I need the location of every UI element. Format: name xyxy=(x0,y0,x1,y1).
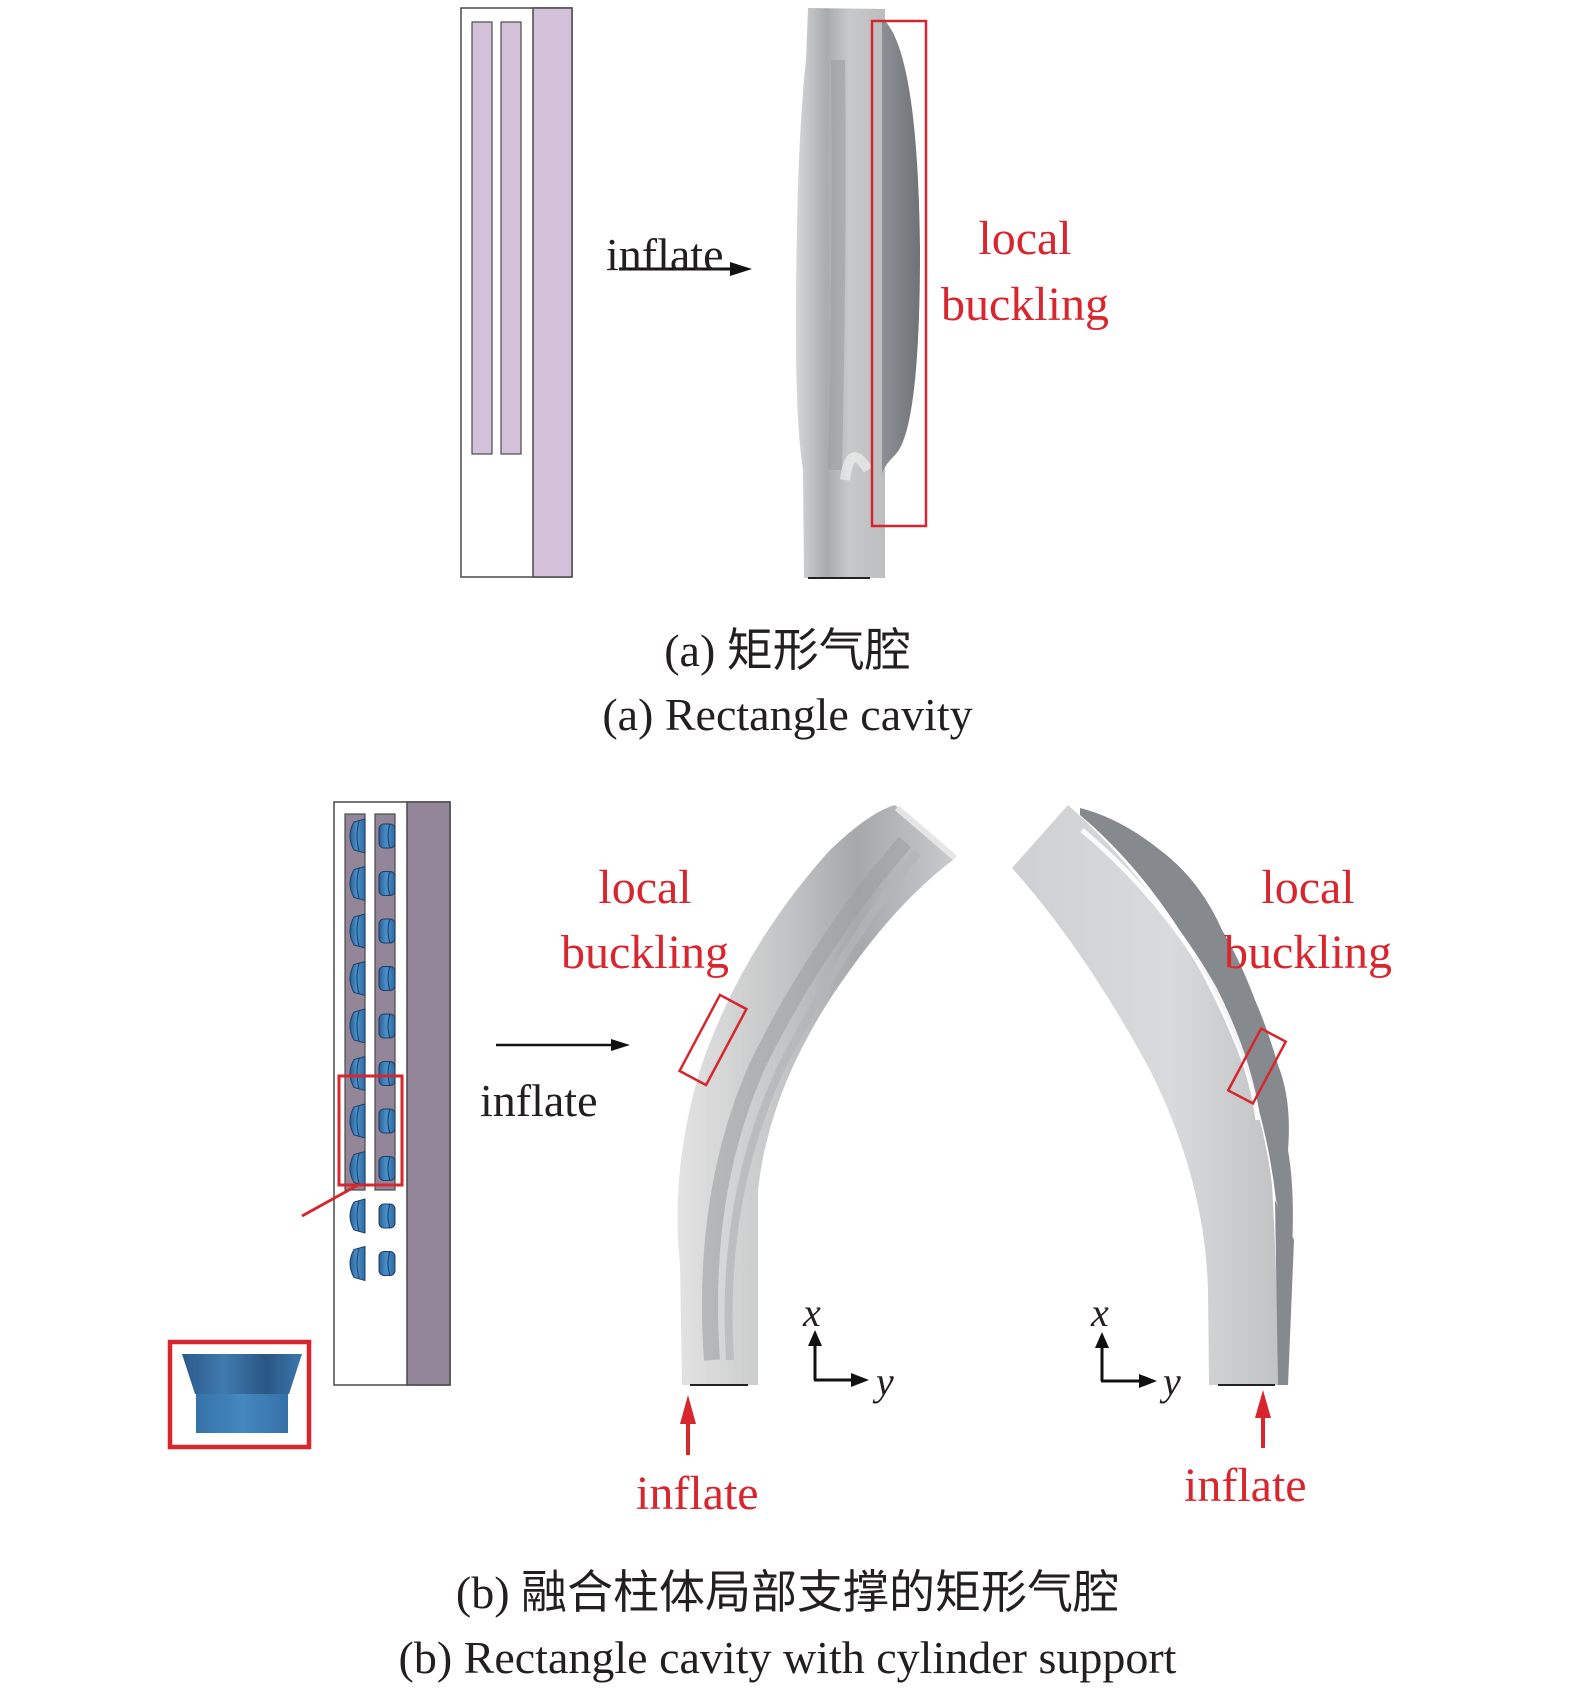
left-annotation-line1: local xyxy=(598,861,692,914)
panel-b-undeformed-model xyxy=(301,801,451,1386)
right-annotation-line1: local xyxy=(1261,861,1355,914)
buckling-highlight-box xyxy=(870,19,928,528)
left-axis-y-label: y xyxy=(876,1359,894,1404)
panel-b-inflate-arrow xyxy=(496,1039,630,1051)
cylinder-support-icon xyxy=(378,966,396,991)
right-annotation-line2: buckling xyxy=(1224,926,1392,979)
cylinder-supports xyxy=(349,818,396,1282)
left-axis-x-label: x xyxy=(803,1290,821,1335)
panel-b-inflate-label: inflate xyxy=(480,1075,598,1126)
cylinder-support-icon xyxy=(378,1108,396,1134)
detail-highlight-box xyxy=(337,1074,404,1187)
axes-left xyxy=(808,1330,869,1387)
buckled-wall xyxy=(881,22,920,478)
inflate-arrow-left xyxy=(680,1395,696,1455)
inflate-arrow-right xyxy=(1255,1390,1271,1448)
cylinder-support-icon xyxy=(378,918,396,944)
bent-actuator-right xyxy=(1012,805,1294,1386)
panel-a-inflate-label: inflate xyxy=(606,229,724,280)
cylinder-support-icon xyxy=(378,1251,396,1276)
panel-a-caption-en: (a) Rectangle cavity xyxy=(602,689,973,740)
right-inflate-label: inflate xyxy=(1184,1459,1307,1512)
cylinder-support-icon xyxy=(378,1061,396,1086)
side-wall xyxy=(532,7,573,578)
left-inflate-label: inflate xyxy=(636,1467,759,1520)
cylinder-support-icon xyxy=(378,1203,396,1229)
side-wall xyxy=(406,801,451,1386)
right-axis-x-label: x xyxy=(1091,1290,1109,1335)
panel-a-deformed-model xyxy=(795,8,928,579)
panel-a-caption-cn: (a) 矩形气腔 xyxy=(664,625,911,676)
cylinder-support-icon xyxy=(378,823,396,849)
panel-a-undeformed-model xyxy=(460,7,573,578)
panel-b-caption-en: (b) Rectangle cavity with cylinder suppo… xyxy=(398,1632,1177,1683)
cylinder-support-icon xyxy=(378,871,396,896)
panel-a-annotation-line1: local xyxy=(978,212,1072,265)
panel-a-inflate-arrow xyxy=(619,262,752,276)
axes-right xyxy=(1095,1332,1157,1388)
cylinder-detail-inset xyxy=(167,1339,312,1450)
panel-a-annotation-line2: buckling xyxy=(941,278,1109,331)
cylinder-support-icon xyxy=(378,1156,396,1181)
panel-b-caption-cn: (b) 融合柱体局部支撑的矩形气腔 xyxy=(455,1567,1120,1618)
buckling-highlight-box-left xyxy=(677,993,749,1087)
buckling-highlight-box-right xyxy=(1226,1026,1288,1106)
right-axis-y-label: y xyxy=(1163,1359,1181,1404)
cavity-channel-1 xyxy=(471,21,493,455)
left-annotation-line2: buckling xyxy=(561,926,729,979)
bent-actuator-left xyxy=(677,805,957,1386)
cavity-channel-2 xyxy=(500,21,522,455)
cylinder-support-icon xyxy=(378,1013,396,1039)
